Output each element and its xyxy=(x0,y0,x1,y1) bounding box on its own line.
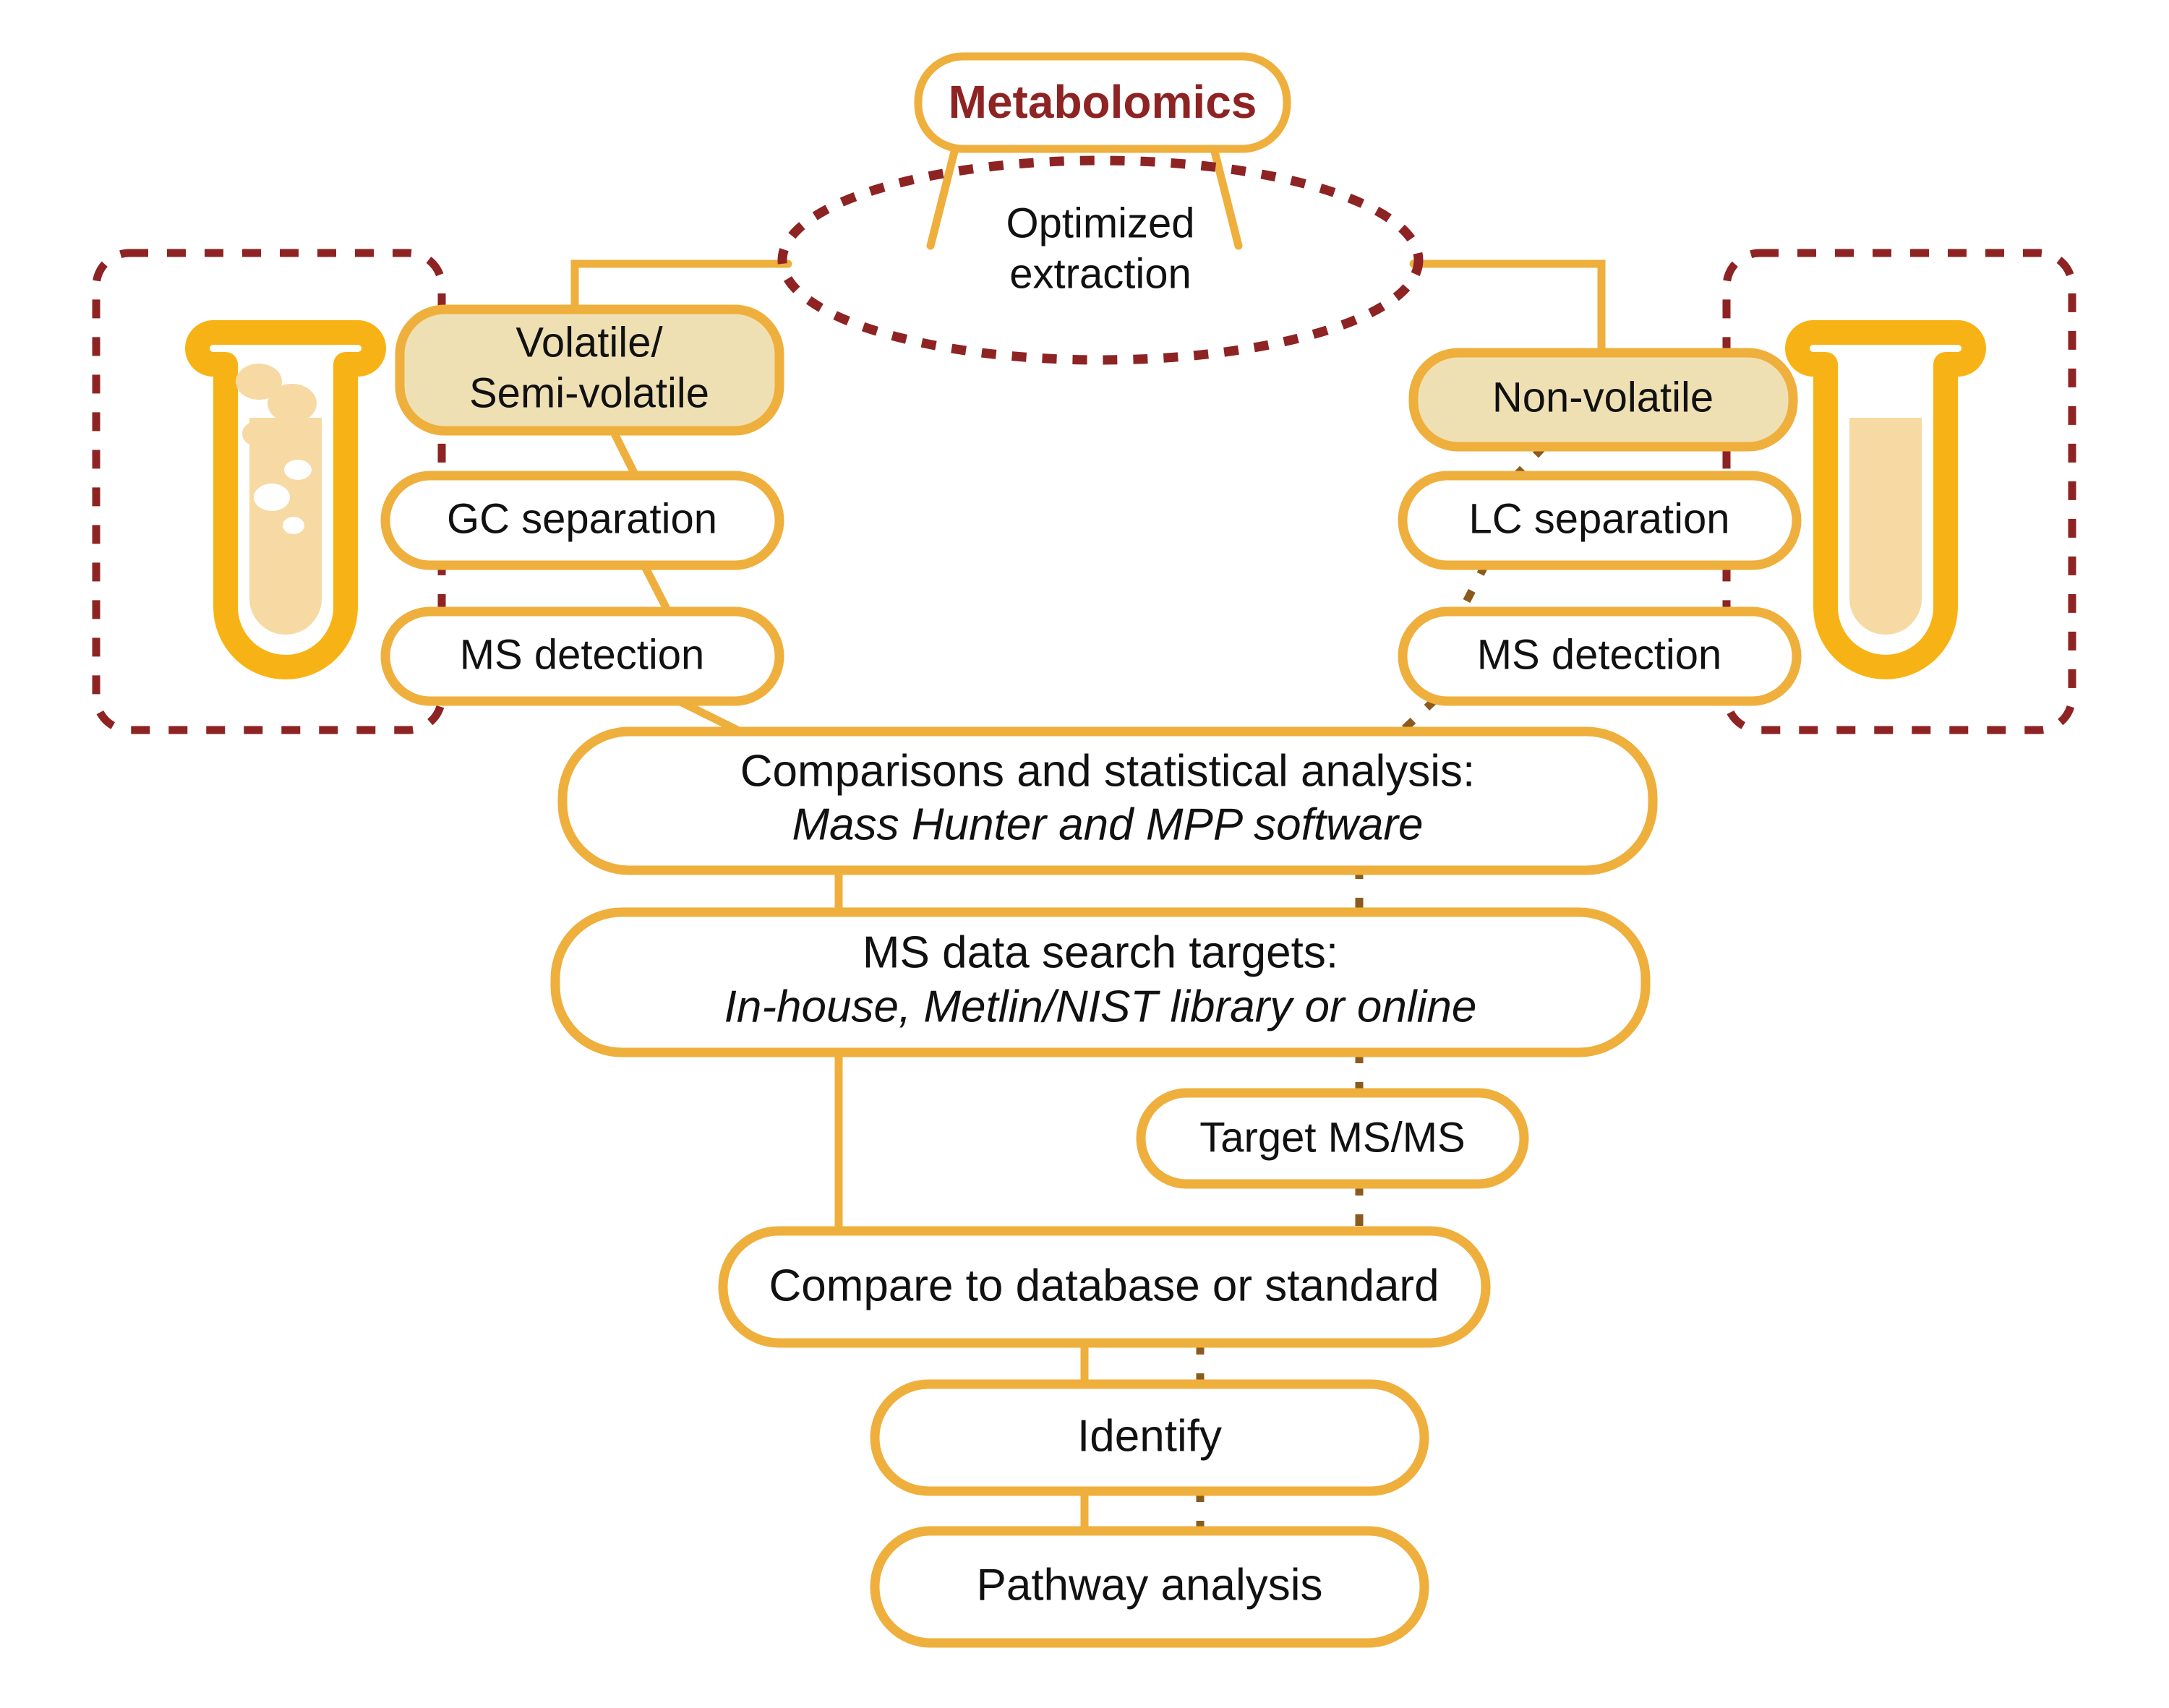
metabolomics-node-shape xyxy=(914,52,1291,153)
lc-separation-node[interactable]: LC separation xyxy=(1398,471,1802,570)
lc-separation-label: LC separation xyxy=(1468,495,1729,542)
target-msms-node[interactable]: Target MS/MS xyxy=(1136,1088,1529,1189)
dotted-lc-to-ms xyxy=(1457,562,1489,615)
comparisons-box-shape xyxy=(557,726,1658,875)
nonvolatile-class-label: Non-volatile xyxy=(1492,374,1714,421)
tube-bubble-white-1 xyxy=(284,460,312,480)
lc-ms-detection-label: MS detection xyxy=(1477,631,1722,678)
gc-separation-node[interactable]: GC separation xyxy=(380,471,784,570)
connector-title-to-ellipse-left xyxy=(926,139,961,250)
gc-ms-detection-label: MS detection xyxy=(460,631,705,678)
compare-db-shape xyxy=(718,1226,1491,1348)
comparisons-box-node[interactable]: Comparisons and statistical analysis: Ma… xyxy=(557,726,1658,875)
bubble-a xyxy=(240,345,241,346)
connector-gc-to-ms xyxy=(639,559,673,617)
volatile-class-label-line1: Volatile/ xyxy=(515,319,663,366)
pathway-label: Pathway analysis xyxy=(976,1560,1322,1610)
nonvolatile-class-shape xyxy=(1408,348,1798,452)
ms-data-search-box-node[interactable]: MS data search targets: In-house, Metlin… xyxy=(550,907,1651,1057)
target-msms-shape xyxy=(1136,1088,1529,1189)
target-msms-label: Target MS/MS xyxy=(1199,1114,1465,1161)
tube-bubble-white-3 xyxy=(283,517,304,534)
identify-label: Identify xyxy=(1077,1411,1222,1461)
connector-ellipse-to-volatile xyxy=(570,259,792,315)
metabolomics-node[interactable]: Metabolomics xyxy=(914,52,1291,153)
ms-data-search-box-label-line1: MS data search targets: xyxy=(863,927,1338,977)
gc-ms-detection-node[interactable]: MS detection xyxy=(380,606,784,706)
lc-ms-detection-node[interactable]: MS detection xyxy=(1398,606,1802,706)
volatile-class-shape xyxy=(395,304,784,436)
gc-ms-detection-shape xyxy=(380,606,784,706)
comparisons-box-label-line2: Mass Hunter and MPP software xyxy=(792,799,1424,849)
connector-title-to-ellipse-right xyxy=(1208,139,1243,250)
volatile-class-label-line2: Semi-volatile xyxy=(469,369,709,416)
tube-bubble-peach-2 xyxy=(268,384,317,423)
tube-bubble-peach-1 xyxy=(236,364,282,400)
connector-ellipse-to-nonvolatile xyxy=(1409,259,1606,359)
pathway-shape xyxy=(870,1526,1429,1648)
optimized-extraction-label-line2: extraction xyxy=(1009,250,1191,297)
pathway-node[interactable]: Pathway analysis xyxy=(870,1526,1429,1648)
dotted-ms-to-comparisons xyxy=(1392,697,1438,740)
connector-layer xyxy=(570,139,1606,1537)
tube-bubble-white-2 xyxy=(254,484,290,511)
gc-separation-label: GC separation xyxy=(447,495,717,542)
volatile-class-node[interactable]: Volatile/ Semi-volatile xyxy=(395,304,784,436)
test-tube-with-bubbles-icon xyxy=(185,320,386,679)
metabolomics-label: Metabolomics xyxy=(949,76,1257,128)
optimized-extraction-label-line1: Optimized xyxy=(1006,199,1194,246)
compare-db-label: Compare to database or standard xyxy=(769,1261,1439,1310)
ms-data-search-box-label-line2: In-house, Metlin/NIST library or online xyxy=(724,982,1477,1031)
optimized-extraction-node[interactable]: Optimized extraction xyxy=(777,155,1424,365)
lc-ms-detection-shape xyxy=(1398,606,1802,706)
compare-db-node[interactable]: Compare to database or standard xyxy=(718,1226,1491,1348)
identify-node[interactable]: Identify xyxy=(870,1379,1429,1496)
gc-separation-shape xyxy=(380,471,784,570)
nonvolatile-class-node[interactable]: Non-volatile xyxy=(1408,348,1798,452)
tube-bubble-peach-3 xyxy=(242,420,278,447)
ms-data-search-box-shape xyxy=(550,907,1651,1057)
identify-shape xyxy=(870,1379,1429,1496)
comparisons-box-label-line1: Comparisons and statistical analysis: xyxy=(740,746,1476,796)
lc-separation-shape xyxy=(1398,471,1802,570)
test-tube-plain-icon xyxy=(1785,320,1986,679)
optimized-extraction-shape xyxy=(777,155,1424,365)
